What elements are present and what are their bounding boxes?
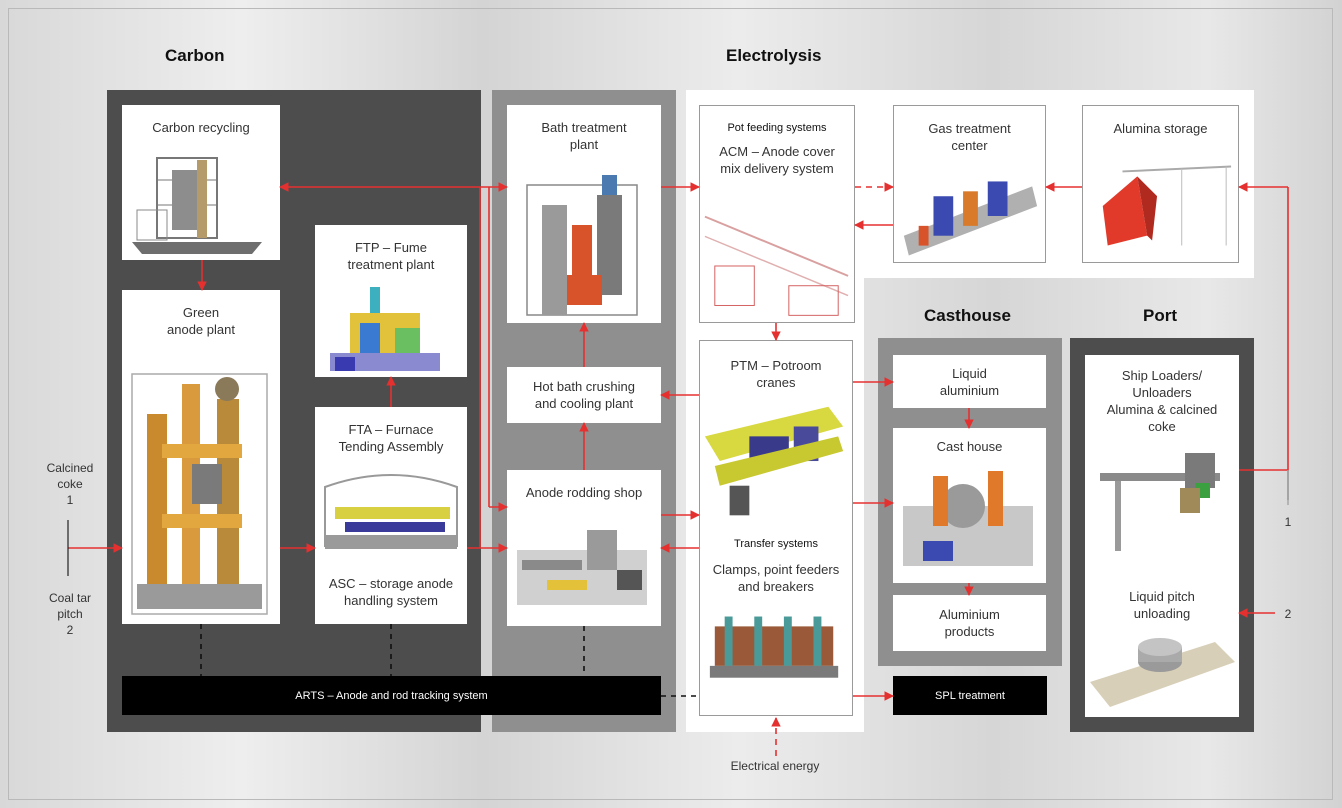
gas-label-1: Gas treatment	[928, 121, 1011, 136]
section-title-port: Port	[1143, 306, 1177, 325]
green-anode-label-1: Green	[182, 305, 220, 320]
fta-illustration	[324, 474, 458, 549]
acm-label-1: ACM – Anode cover	[719, 144, 835, 159]
clamps-illustration	[709, 616, 839, 678]
ship-label-2: Unloaders	[1132, 385, 1192, 400]
hot-bath-label-1: Hot bath crushing	[533, 379, 635, 394]
acm-label-2: mix delivery system	[720, 161, 834, 176]
acm-illustration	[704, 215, 849, 316]
spl-treatment-bar: SPL treatment	[893, 676, 1047, 715]
diagram-frame	[8, 8, 1333, 800]
cast-house-label: Cast house	[936, 439, 1003, 454]
clamps-label-1: Clamps, point feeders	[712, 562, 840, 577]
port-input-1-label: 1	[1284, 515, 1292, 529]
coal-tar-pitch-label: Coal tar pitch 2	[30, 590, 110, 638]
clamps-label-2: and breakers	[738, 579, 814, 594]
ftp-box[interactable]: FTP – Fume treatment plant	[315, 225, 467, 377]
anode-rodding-box[interactable]: Anode rodding shop	[507, 470, 661, 626]
aluminium-products-box[interactable]: Aluminium products	[893, 595, 1046, 651]
green-anode-label-2: anode plant	[167, 322, 235, 337]
bath-label-1: Bath treatment	[541, 120, 627, 135]
liquid-aluminium-box[interactable]: Liquid aluminium	[893, 355, 1046, 408]
arts-bar: ARTS – Anode and rod tracking system	[122, 676, 661, 715]
green-anode-illustration	[131, 373, 268, 615]
asc-label-1: ASC – storage anode	[328, 576, 454, 591]
ptm-transfer-box[interactable]: PTM – Potroom cranes Transfer systems Cl…	[699, 340, 853, 716]
port-input-2-label: 2	[1284, 607, 1292, 621]
pitch-label-2: unloading	[1133, 606, 1191, 621]
calcined-coke-label: Calcined coke 1	[30, 460, 110, 508]
al-products-label-1: Aluminium	[939, 607, 1000, 622]
anode-rodding-label: Anode rodding shop	[525, 485, 643, 500]
port-box[interactable]: Ship Loaders/ Unloaders Alumina & calcin…	[1085, 355, 1239, 717]
gas-label-2: center	[951, 138, 988, 153]
liquid-al-label-1: Liquid	[952, 366, 987, 381]
hot-bath-box[interactable]: Hot bath crushing and cooling plant	[507, 367, 661, 423]
cast-house-box[interactable]: Cast house	[893, 428, 1046, 583]
alumina-storage-illustration	[1102, 165, 1232, 246]
pot-feeding-title: Pot feeding systems	[727, 122, 827, 134]
ftp-label-2: treatment plant	[347, 257, 435, 272]
electrical-energy-label: Electrical energy	[730, 759, 820, 773]
ship-loader-illustration	[1100, 453, 1220, 551]
alumina-storage-box[interactable]: Alumina storage	[1082, 105, 1239, 263]
fta-label-2: Tending Assembly	[338, 439, 444, 454]
gas-treatment-illustration	[903, 181, 1038, 256]
coal-tar-line1: Coal tar	[48, 591, 92, 605]
section-title-carbon: Carbon	[165, 46, 225, 65]
green-anode-plant-box[interactable]: Green anode plant	[122, 290, 280, 624]
ptm-label-1: PTM – Potroom	[730, 358, 822, 373]
calcined-coke-num: 1	[66, 493, 74, 507]
anode-rodding-illustration	[517, 530, 647, 605]
bath-treatment-illustration	[526, 175, 638, 316]
bath-treatment-box[interactable]: Bath treatment plant	[507, 105, 661, 323]
fta-asc-box[interactable]: FTA – Furnace Tending Assembly ASC – sto…	[315, 407, 467, 624]
carbon-recycling-label: Carbon recycling	[152, 120, 250, 135]
hot-bath-label-2: and cooling plant	[534, 396, 634, 411]
coal-tar-num: 2	[66, 623, 74, 637]
ship-label-1: Ship Loaders/	[1121, 368, 1203, 383]
alumina-storage-label: Alumina storage	[1113, 121, 1208, 136]
pitch-unloading-illustration	[1090, 638, 1235, 707]
fta-label-1: FTA – Furnace	[348, 422, 434, 437]
carbon-recycling-illustration	[132, 157, 262, 254]
ship-label-4: coke	[1148, 419, 1176, 434]
calcined-coke-line1: Calcined	[46, 461, 94, 475]
section-title-electrolysis: Electrolysis	[726, 46, 822, 65]
liquid-al-label-2: aluminium	[939, 383, 1000, 398]
cast-house-illustration	[903, 471, 1033, 566]
transfer-systems-title: Transfer systems	[734, 538, 818, 550]
bath-label-2: plant	[569, 137, 599, 152]
asc-label-2: handling system	[344, 593, 438, 608]
pitch-label-1: Liquid pitch	[1129, 589, 1195, 604]
ship-label-3: Alumina & calcined	[1106, 402, 1218, 417]
gas-treatment-box[interactable]: Gas treatment center	[893, 105, 1046, 263]
pot-feeding-box[interactable]: Pot feeding systems ACM – Anode cover mi…	[699, 105, 855, 323]
ftp-label-1: FTP – Fume	[354, 240, 427, 255]
ptm-label-2: cranes	[756, 375, 796, 390]
carbon-recycling-box[interactable]: Carbon recycling	[122, 105, 280, 260]
ftp-illustration	[330, 287, 440, 371]
section-title-casthouse: Casthouse	[924, 306, 1011, 325]
ptm-illustration	[704, 406, 844, 516]
calcined-coke-line2: coke	[57, 477, 83, 491]
al-products-label-2: products	[944, 624, 995, 639]
coal-tar-line2: pitch	[57, 607, 83, 621]
